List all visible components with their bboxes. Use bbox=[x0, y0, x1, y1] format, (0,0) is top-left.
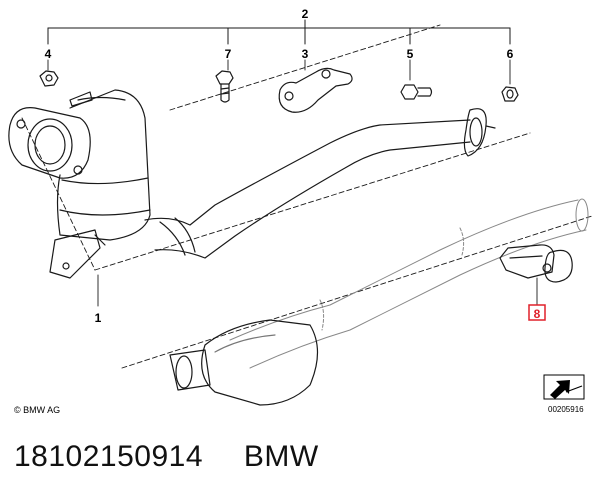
front-pipe-part-1 bbox=[144, 108, 496, 259]
ghost-pipe bbox=[229, 198, 589, 369]
hex-nut-part-4 bbox=[39, 70, 59, 87]
highlight-box bbox=[528, 304, 546, 321]
callout-7: 7 bbox=[225, 47, 232, 61]
callout-5: 5 bbox=[407, 47, 414, 61]
nut-part-6 bbox=[501, 86, 519, 102]
ghost-converter bbox=[169, 319, 319, 406]
brand-name: BMW bbox=[243, 440, 319, 473]
callout-8: 8 bbox=[534, 307, 541, 321]
callout-labels: 2 4 7 3 5 6 1 8 bbox=[45, 7, 546, 325]
leader-lines bbox=[47, 59, 538, 307]
copyright-text: © BMW AG bbox=[14, 405, 60, 415]
bolt-part-5 bbox=[400, 84, 433, 100]
bracket-part-3 bbox=[278, 67, 353, 113]
callout-6: 6 bbox=[507, 47, 514, 61]
drawing-number: 00205916 bbox=[548, 405, 584, 414]
parts-diagram: 2 4 7 3 5 6 1 8 © BMW AG 00205916 bbox=[8, 7, 593, 415]
callout-1: 1 bbox=[95, 311, 102, 325]
callout-3: 3 bbox=[302, 47, 309, 61]
callout-2: 2 bbox=[302, 7, 309, 21]
part-number: 18102150914 bbox=[14, 440, 204, 473]
callout-4: 4 bbox=[45, 47, 52, 61]
perspective-outline bbox=[21, 24, 593, 369]
clamp-part-8 bbox=[499, 244, 573, 283]
bolt-part-7 bbox=[215, 70, 234, 103]
part-number-bar: 18102150914 BMW bbox=[14, 440, 319, 486]
arrow-logo-icon bbox=[543, 374, 585, 400]
callout-bracket bbox=[47, 19, 511, 45]
catalytic-converter bbox=[8, 89, 151, 279]
